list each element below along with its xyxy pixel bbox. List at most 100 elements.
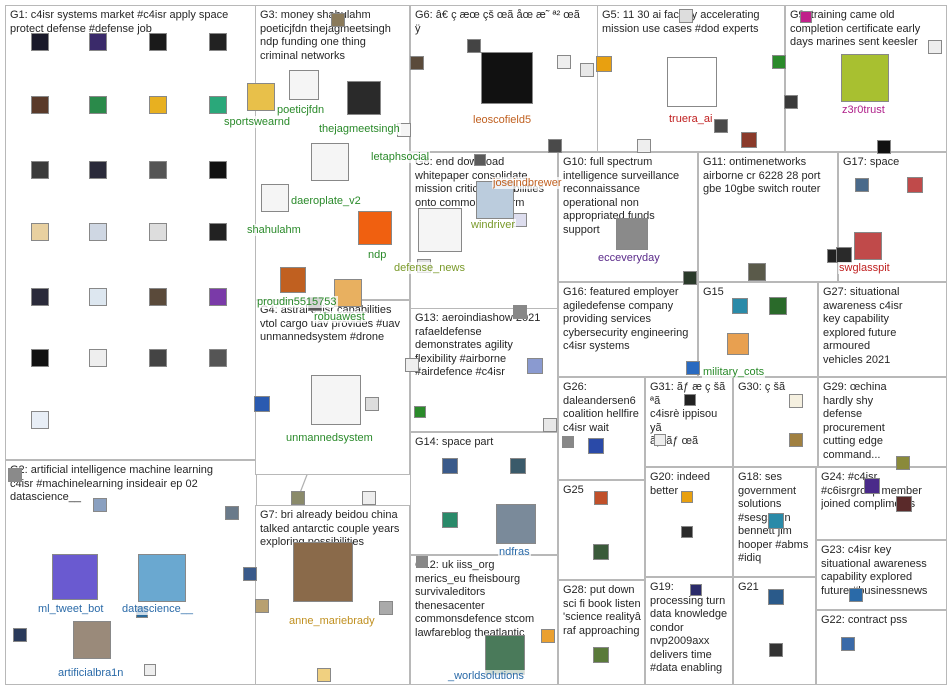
- user-avatar-node[interactable]: [769, 297, 787, 315]
- user-avatar-node[interactable]: [481, 52, 533, 104]
- user-avatar-node[interactable]: [684, 394, 696, 406]
- user-avatar-node[interactable]: [855, 178, 869, 192]
- user-avatar-node[interactable]: [138, 554, 186, 602]
- user-avatar-node[interactable]: [557, 55, 571, 69]
- user-avatar-node[interactable]: [836, 247, 852, 263]
- user-avatar-node[interactable]: [928, 40, 942, 54]
- user-avatar-node[interactable]: [31, 349, 49, 367]
- user-avatar-node[interactable]: [410, 56, 424, 70]
- user-avatar-node[interactable]: [727, 333, 749, 355]
- user-avatar-node[interactable]: [334, 279, 362, 307]
- user-avatar-node[interactable]: [543, 418, 557, 432]
- user-avatar-node[interactable]: [31, 288, 49, 306]
- user-avatar-node[interactable]: [907, 177, 923, 193]
- user-avatar-node[interactable]: [225, 506, 239, 520]
- user-avatar-node[interactable]: [442, 512, 458, 528]
- user-avatar-node[interactable]: [789, 394, 803, 408]
- user-avatar-node[interactable]: [679, 9, 693, 23]
- user-avatar-node[interactable]: [149, 96, 167, 114]
- user-avatar-node[interactable]: [896, 496, 912, 512]
- user-avatar-node[interactable]: [89, 96, 107, 114]
- user-avatar-node[interactable]: [741, 132, 757, 148]
- user-avatar-node[interactable]: [293, 542, 353, 602]
- user-avatar-node[interactable]: [789, 433, 803, 447]
- user-avatar-node[interactable]: [289, 70, 319, 100]
- user-avatar-node[interactable]: [414, 406, 426, 418]
- user-avatar-node[interactable]: [616, 218, 648, 250]
- user-avatar-node[interactable]: [261, 184, 289, 212]
- user-avatar-node[interactable]: [562, 436, 574, 448]
- user-avatar-node[interactable]: [768, 513, 784, 529]
- user-avatar-node[interactable]: [254, 396, 270, 412]
- user-avatar-node[interactable]: [768, 589, 784, 605]
- user-avatar-node[interactable]: [358, 211, 392, 245]
- user-avatar-node[interactable]: [347, 81, 381, 115]
- user-avatar-node[interactable]: [209, 288, 227, 306]
- user-avatar-node[interactable]: [149, 161, 167, 179]
- user-avatar-node[interactable]: [841, 54, 889, 102]
- user-avatar-node[interactable]: [89, 349, 107, 367]
- user-avatar-node[interactable]: [877, 140, 891, 154]
- user-avatar-node[interactable]: [513, 305, 527, 319]
- user-avatar-node[interactable]: [209, 96, 227, 114]
- user-avatar-node[interactable]: [748, 263, 766, 281]
- user-avatar-node[interactable]: [317, 668, 331, 682]
- user-avatar-node[interactable]: [149, 223, 167, 241]
- user-avatar-node[interactable]: [683, 271, 697, 285]
- user-avatar-node[interactable]: [209, 349, 227, 367]
- user-avatar-node[interactable]: [31, 96, 49, 114]
- user-avatar-node[interactable]: [89, 33, 107, 51]
- user-avatar-node[interactable]: [784, 95, 798, 109]
- user-avatar-node[interactable]: [89, 288, 107, 306]
- user-avatar-node[interactable]: [31, 33, 49, 51]
- user-avatar-node[interactable]: [596, 56, 612, 72]
- user-avatar-node[interactable]: [864, 478, 880, 494]
- user-avatar-node[interactable]: [52, 554, 98, 600]
- user-avatar-node[interactable]: [365, 397, 379, 411]
- user-avatar-node[interactable]: [467, 39, 481, 53]
- user-avatar-node[interactable]: [667, 57, 717, 107]
- user-avatar-node[interactable]: [405, 358, 419, 372]
- user-avatar-node[interactable]: [149, 288, 167, 306]
- user-avatar-node[interactable]: [769, 643, 783, 657]
- user-avatar-node[interactable]: [681, 491, 693, 503]
- user-avatar-node[interactable]: [311, 375, 361, 425]
- user-avatar-node[interactable]: [31, 161, 49, 179]
- user-avatar-node[interactable]: [593, 647, 609, 663]
- user-avatar-node[interactable]: [686, 361, 700, 375]
- user-avatar-node[interactable]: [13, 628, 27, 642]
- user-avatar-node[interactable]: [149, 349, 167, 367]
- user-avatar-node[interactable]: [331, 13, 345, 27]
- user-avatar-node[interactable]: [255, 599, 269, 613]
- user-avatar-node[interactable]: [690, 584, 702, 596]
- user-avatar-node[interactable]: [149, 33, 167, 51]
- user-avatar-node[interactable]: [89, 161, 107, 179]
- user-avatar-node[interactable]: [442, 458, 458, 474]
- user-avatar-node[interactable]: [527, 358, 543, 374]
- user-avatar-node[interactable]: [772, 55, 786, 69]
- user-avatar-node[interactable]: [379, 601, 393, 615]
- user-avatar-node[interactable]: [93, 498, 107, 512]
- user-avatar-node[interactable]: [280, 267, 306, 293]
- user-avatar-node[interactable]: [714, 119, 728, 133]
- user-avatar-node[interactable]: [681, 526, 693, 538]
- user-avatar-node[interactable]: [209, 161, 227, 179]
- user-avatar-node[interactable]: [416, 556, 428, 568]
- user-avatar-node[interactable]: [541, 629, 555, 643]
- user-avatar-node[interactable]: [580, 63, 594, 77]
- user-avatar-node[interactable]: [418, 208, 462, 252]
- user-avatar-node[interactable]: [637, 139, 651, 153]
- user-avatar-node[interactable]: [854, 232, 882, 260]
- user-avatar-node[interactable]: [896, 456, 910, 470]
- user-avatar-node[interactable]: [243, 567, 257, 581]
- user-avatar-node[interactable]: [496, 504, 536, 544]
- user-avatar-node[interactable]: [291, 491, 305, 505]
- user-avatar-node[interactable]: [89, 223, 107, 241]
- user-avatar-node[interactable]: [209, 223, 227, 241]
- user-avatar-node[interactable]: [841, 637, 855, 651]
- user-avatar-node[interactable]: [593, 544, 609, 560]
- user-avatar-node[interactable]: [474, 154, 486, 166]
- user-avatar-node[interactable]: [73, 621, 111, 659]
- user-avatar-node[interactable]: [800, 11, 812, 23]
- user-avatar-node[interactable]: [31, 411, 49, 429]
